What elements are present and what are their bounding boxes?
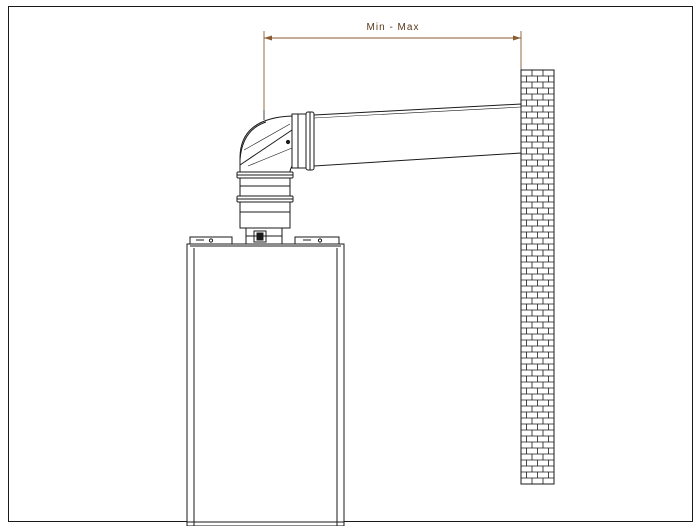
- horizontal-flue-pipe: [313, 103, 522, 167]
- flue-elbow: [239, 111, 315, 173]
- drawing-frame: [8, 6, 693, 522]
- flue-collar: [245, 227, 283, 245]
- dimension-label: Min - Max: [343, 22, 443, 33]
- brick-wall: [520, 69, 555, 485]
- dimension-line: [263, 31, 522, 110]
- vertical-flue-section: [236, 171, 294, 229]
- boiler-unit: [186, 236, 345, 526]
